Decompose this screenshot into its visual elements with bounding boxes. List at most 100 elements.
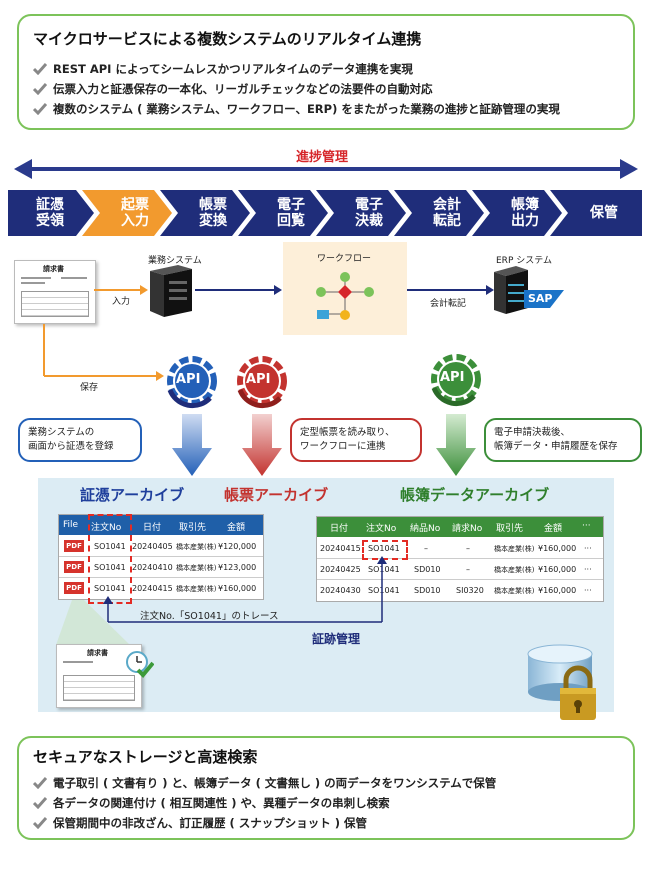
trace-label: 注文No.「SO1041」のトレース (140, 611, 279, 622)
server-icon (150, 265, 192, 317)
table-row-3-date: 20240415 (132, 584, 173, 593)
ledger-col-amount: 金額 (544, 524, 563, 534)
invoice-preview-title: 請求書 (87, 649, 108, 657)
invoice-preview-image: 請求書 (56, 644, 142, 708)
check-icon (33, 83, 47, 95)
bottom-summary-box: セキュアなストレージと高速検索 電子取引 ( 文書有り ) と、帳簿データ ( … (17, 736, 635, 840)
table-row-2-amount: ¥123,000 (218, 563, 257, 572)
verified-clock-icon (126, 651, 154, 678)
ledger-row-2-date: 20240425 (320, 565, 361, 574)
col-header-file: File (63, 520, 79, 530)
step-label-3: 帳票変換 (199, 197, 227, 229)
ledger-col-order-no: 注文No (366, 524, 397, 534)
input-label: 入力 (112, 297, 131, 307)
ledger-row-3-more: ··· (584, 586, 592, 595)
col-header-amount: 金額 (227, 523, 246, 533)
ledger-table-header (317, 517, 603, 537)
api-gear-green-icon (431, 354, 481, 407)
voucher-table-header (59, 515, 263, 535)
down-arrow-blue (172, 414, 212, 476)
top-box-title: マイクロサービスによる複数システムのリアルタイム連携 (33, 30, 422, 48)
table-row-3-client: 橋本産業(株) (176, 585, 217, 593)
business-system-label: 業務システム (148, 256, 202, 266)
table-row-2-client: 橋本産業(株) (176, 564, 217, 572)
table-row-2-order[interactable]: SO1041 (94, 563, 126, 572)
table-row-1-client: 橋本産業(株) (176, 543, 217, 551)
pdf-icon[interactable]: PDF (64, 540, 84, 552)
ledger-row-1-client: 橋本産業(株) (494, 545, 535, 553)
step-chevron-8 (550, 190, 642, 236)
ledger-row-2-invoice: – (466, 565, 470, 574)
bubble-ledger-save: 電子申請決裁後、帳簿データ・申請履歴を保存 (484, 418, 642, 462)
step-chevron-3 (160, 190, 250, 236)
ledger-row-1-order[interactable]: SO1041 (368, 544, 400, 553)
ledger-row-2-more: ··· (584, 565, 592, 574)
ledger-col-invoice-no: 請求No (452, 524, 483, 534)
progress-double-arrow (14, 159, 638, 179)
table-row-1-order[interactable]: SO1041 (94, 542, 126, 551)
ledger-row-2-amount: ¥160,000 (538, 565, 577, 574)
ledger-col-delivery-no: 納品No (410, 524, 441, 534)
workflow-label: ワークフロー (317, 254, 372, 264)
step-label-8: 保管 (590, 205, 618, 221)
ledger-col-date: 日付 (330, 524, 349, 534)
bottom-bullet-1: 電子取引 ( 文書有り ) と、帳簿データ ( 文書無し ) の両データをワンシ… (53, 776, 497, 790)
step-chevron-2 (82, 190, 172, 236)
check-icon (33, 103, 47, 115)
table-row-1-amount: ¥120,000 (218, 542, 257, 551)
step-label-6: 会計転記 (433, 197, 461, 229)
top-summary-box: マイクロサービスによる複数システムのリアルタイム連携 REST API によって… (17, 14, 635, 130)
step-chevron-1 (8, 190, 94, 236)
check-icon (33, 63, 47, 75)
invoice-document-image: 請求書 (14, 260, 96, 324)
down-arrow-green (436, 414, 476, 476)
ledger-row-1-delivery: – (424, 544, 428, 553)
check-icon (33, 817, 47, 829)
trace-connector (103, 556, 387, 623)
voucher-table: File 注文No 日付 取引先 金額 (58, 514, 264, 600)
ledger-row-3-amount: ¥160,000 (538, 586, 577, 595)
step-label-4: 電子回覧 (277, 197, 305, 229)
down-arrow-red (242, 414, 282, 476)
save-label: 保存 (80, 383, 99, 393)
form-archive-title: 帳票アーカイブ (224, 486, 329, 504)
bottom-bullet-3: 保管期間中の非改ざん、訂正履歴 ( スナップショット ) 保管 (53, 816, 368, 830)
step-chevron-6 (394, 190, 484, 236)
ledger-row-2-order[interactable]: SO1041 (368, 565, 400, 574)
check-icon (33, 777, 47, 789)
ledger-row-2-delivery: SD010 (414, 565, 441, 574)
ledger-row-1-more: ··· (584, 544, 592, 553)
top-bullet-3: 複数のシステム ( 業務システム、ワークフロー、ERP) をまたがった業務の進捗… (53, 102, 560, 116)
pdf-icon[interactable]: PDF (64, 561, 84, 573)
col-header-order-no: 注文No (91, 523, 122, 533)
table-row-3-order[interactable]: SO1041 (94, 584, 126, 593)
api-label-red: API (246, 372, 271, 387)
zoom-beam (56, 600, 130, 645)
table-row-1-date: 20240405 (132, 542, 173, 551)
ledger-row-3-invoice: SI0320 (456, 586, 484, 595)
check-icon (33, 797, 47, 809)
ledger-archive-title: 帳簿データアーカイブ (400, 486, 550, 504)
ledger-row-3-order[interactable]: SO1041 (368, 586, 400, 595)
audit-trail-label: 証跡管理 (312, 632, 361, 646)
step-label-1: 証憑受領 (36, 197, 64, 229)
workflow-diagram-icon (316, 272, 374, 320)
api-label-blue: API (176, 372, 201, 387)
bubble-form-reading: 定型帳票を読み取り、ワークフローに連携 (290, 418, 422, 462)
step-label-5: 電子決裁 (355, 197, 383, 229)
ledger-row-1-amount: ¥160,000 (538, 544, 577, 553)
progress-label: 進捗管理 (290, 146, 355, 165)
workflow-box: ワークフロー (283, 242, 407, 335)
invoice-title: 請求書 (43, 265, 64, 273)
api-label-green: API (440, 370, 465, 385)
step-label-7: 帳簿出力 (511, 197, 539, 229)
erp-system-label: ERP システム (496, 256, 552, 266)
voucher-archive-title: 証憑アーカイブ (80, 486, 185, 504)
table-row-3-amount: ¥160,000 (218, 584, 257, 593)
pdf-icon[interactable]: PDF (64, 582, 84, 594)
step-chevron-7 (472, 190, 562, 236)
system-flow-arrows (43, 285, 494, 381)
ledger-col-more: ··· (582, 521, 591, 531)
step-chevron-4 (238, 190, 328, 236)
sap-logo: SAP (528, 292, 553, 305)
